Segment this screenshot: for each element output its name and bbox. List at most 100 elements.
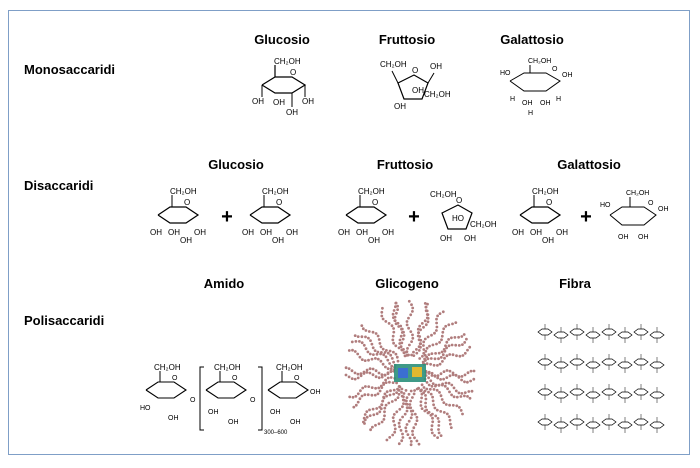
glucose-unit-dot <box>438 312 442 315</box>
glucose-unit-dot <box>435 342 438 346</box>
glucose-unit-dot <box>394 352 398 356</box>
glucose-unit-dot <box>360 324 364 327</box>
ring-oxygen-label: O <box>172 375 178 382</box>
glucose-unit-dot <box>368 371 372 375</box>
glucose-unit-dot <box>457 344 461 347</box>
glucose-unit-dot <box>441 310 445 314</box>
glucose-unit-dot <box>439 372 443 376</box>
glucose-unit-dot <box>427 383 431 387</box>
glucose-unit-dot <box>400 387 404 391</box>
glucose-unit-dot <box>412 350 415 354</box>
glucose-unit-dot <box>451 353 455 357</box>
oh-label: OH <box>540 100 551 107</box>
glucose-unit-dot <box>399 429 403 432</box>
glucose-unit-dot <box>374 423 377 427</box>
glucose-unit-dot <box>350 369 354 373</box>
glucose-unit-dot <box>406 433 410 436</box>
ring-oxygen-label: O <box>372 198 378 207</box>
glucose-unit-dot <box>409 416 413 420</box>
glucose-unit-dot <box>370 386 374 389</box>
ring-oxygen-label: O <box>276 198 282 207</box>
glucose-unit-dot <box>401 436 405 439</box>
glucose-unit-dot <box>405 406 409 409</box>
glucose-unit-dot <box>432 403 435 407</box>
glucose-unit-dot <box>433 434 436 437</box>
glucose-unit-dot <box>358 340 361 343</box>
oh-label: OH <box>252 97 264 106</box>
cellulose-ring <box>553 331 569 339</box>
glucose-unit-dot <box>376 334 380 338</box>
glucose-unit-dot <box>422 351 426 355</box>
glucose-unit-dot <box>384 355 388 359</box>
glucose-unit-dot <box>351 348 354 352</box>
glucose-unit-dot <box>472 377 476 381</box>
glucose-unit-dot <box>393 423 397 427</box>
oh-label: OH <box>430 62 442 71</box>
glucose-unit-dot <box>361 327 365 331</box>
glucose-unit-dot <box>444 403 448 406</box>
glucose-unit-dot <box>428 387 432 391</box>
glucose-unit-dot <box>367 330 371 333</box>
glucose-unit-dot <box>400 394 404 398</box>
glucose-unit-dot <box>409 440 413 443</box>
glucose-unit-dot <box>372 353 375 356</box>
cellulose-ring <box>569 328 585 336</box>
glucose-unit-dot <box>430 431 434 435</box>
glucose-unit-dot <box>430 371 434 375</box>
glucose-unit-dot <box>409 330 413 333</box>
glucose-unit-dot <box>381 347 385 351</box>
glucose-unit-dot <box>454 373 458 377</box>
glucose-unit-dot <box>385 394 388 398</box>
ch2oh-label: CH₂OH <box>626 190 649 197</box>
glucose-unit-dot <box>435 408 439 412</box>
glucose-unit-dot <box>463 380 466 384</box>
glucose-unit-dot <box>411 433 415 436</box>
glucose-unit-dot <box>352 405 356 409</box>
glucose-unit-dot <box>382 418 386 421</box>
glucose-unit-dot <box>366 393 370 397</box>
glucose-unit-dot <box>435 329 438 332</box>
glucose-unit-dot <box>395 410 399 414</box>
glucose-unit-dot <box>411 310 414 313</box>
glucose-unit-dot <box>374 386 377 390</box>
glucose-unit-dot <box>434 384 437 388</box>
glucose-unit-dot <box>447 415 451 418</box>
oh-label: OH <box>512 228 524 237</box>
glucose-unit-dot <box>441 383 444 387</box>
cellulose-ring <box>617 391 633 399</box>
glucose-unit-dot <box>390 324 394 328</box>
glucose-unit-dot <box>385 349 388 352</box>
glucose-unit-dot <box>424 309 428 313</box>
ring-oxygen-label: O <box>290 68 296 77</box>
oh-label: OH <box>286 108 298 117</box>
ch2oh-label: CH₂OH <box>470 220 497 229</box>
glucose-unit-dot <box>440 338 443 342</box>
cellulose-ring <box>585 361 601 369</box>
glucose-unit-dot <box>344 366 348 370</box>
glucose-unit-dot <box>447 338 450 341</box>
glucose-unit-dot <box>398 385 402 389</box>
glucose-unit-dot <box>394 301 398 305</box>
glucose-unit-dot <box>389 353 393 357</box>
glucose-unit-dot <box>424 349 428 353</box>
glucose-unit-dot <box>400 390 403 394</box>
glucose-unit-dot <box>424 405 427 409</box>
glucose-unit-dot <box>411 336 415 340</box>
glucose-unit-dot <box>402 402 405 405</box>
glucose-unit-dot <box>451 371 455 375</box>
glucose-unit-dot <box>407 299 411 303</box>
cellulose-ring <box>601 388 617 396</box>
oh-label: OH <box>208 409 219 416</box>
glucose-unit-dot <box>382 381 385 385</box>
oh-label: OH <box>522 100 533 107</box>
glucose-unit-dot <box>371 330 375 334</box>
glucose-unit-dot <box>409 409 413 413</box>
glucose-unit-dot <box>430 428 433 431</box>
glucose-unit-dot <box>356 400 360 404</box>
glucose-unit-dot <box>382 395 385 399</box>
glucose-unit-dot <box>384 381 388 384</box>
cellulose-ring <box>601 418 617 426</box>
ho-label: HO <box>452 214 464 223</box>
glucose-unit-dot <box>424 397 428 401</box>
glucose-unit-dot <box>412 354 416 357</box>
